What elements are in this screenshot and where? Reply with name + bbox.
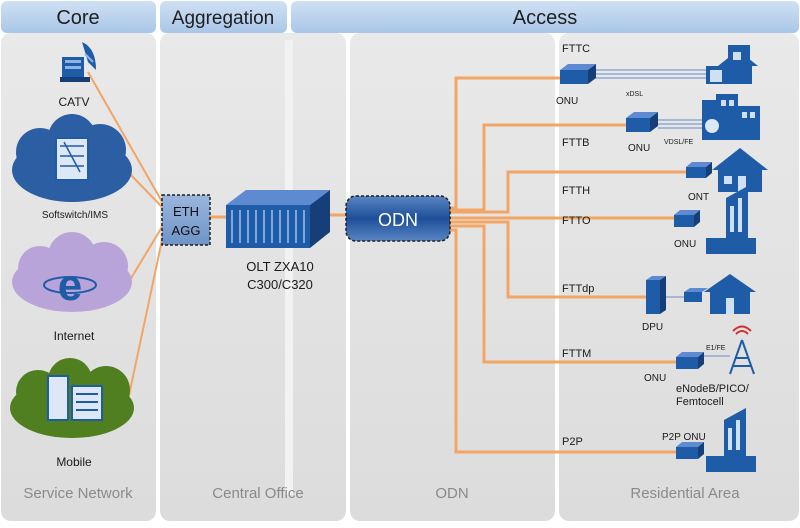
aggregation-header-bg: [160, 1, 287, 33]
column-headers: Core Aggregation Access: [1, 1, 799, 33]
fttb-vdsl-label: VDSL/FE: [664, 139, 694, 146]
footer-residential-area: Residential Area: [630, 485, 740, 502]
branch-label-fttdp: FTTdp: [562, 283, 594, 295]
mobile-label: Mobile: [56, 455, 92, 469]
footer-service-network: Service Network: [23, 485, 133, 502]
fttdp-house-icon: [666, 274, 756, 314]
ftto-onu-icon: [674, 210, 700, 227]
fttc-xdsl-label: xDSL: [626, 91, 643, 98]
branch-label-fttb: FTTB: [562, 137, 590, 149]
fttdp-dpu-icon: [646, 276, 666, 314]
odn-box: ODN: [345, 195, 451, 242]
olt-device-icon: [226, 190, 330, 248]
fttb-onu-label: ONU: [628, 143, 650, 154]
branch-label-fttm: FTTM: [562, 348, 591, 360]
p2p-onu-label: P2P ONU: [662, 432, 706, 443]
branch-label-fttc: FTTC: [562, 43, 590, 55]
aggregation-header: Aggregation: [172, 8, 274, 29]
column-footers: Service Network Central Office ODN Resid…: [23, 485, 740, 502]
softswitch-label: Softswitch/IMS: [42, 210, 108, 221]
fttc-onu-label: ONU: [556, 96, 578, 107]
cell-tower-icon: [729, 325, 755, 375]
catv-icon: [60, 42, 96, 82]
odn-box-label: ODN: [378, 210, 418, 230]
ftth-house-icon: [712, 148, 768, 192]
footer-odn: ODN: [435, 485, 468, 502]
central-office-divider: [285, 40, 293, 495]
eth-agg-box: ETH AGG: [161, 194, 211, 246]
svg-text:e: e: [58, 261, 82, 310]
ftth-ont-label: ONT: [688, 192, 709, 203]
fttb-vdsl-lines: [658, 119, 702, 129]
fttm-onu-label: ONU: [644, 373, 666, 384]
fttc-house-icon: [706, 45, 758, 84]
p2p-onu-icon: [676, 442, 704, 459]
access-header: Access: [513, 7, 577, 29]
catv-label: CATV: [58, 95, 89, 109]
enodeb-label-line1: eNodeB/PICO/: [676, 383, 750, 395]
fttb-onu-icon: [626, 112, 658, 132]
core-links: [87, 71, 166, 401]
fttb-building-icon: [702, 94, 760, 140]
softswitch-cloud-icon: [12, 114, 132, 202]
branch-label-ftth: FTTH: [562, 185, 590, 197]
eth-agg-line2: AGG: [172, 223, 201, 238]
branch-labels: FTTC FTTB FTTH FTTO FTTdp FTTM P2P: [562, 43, 594, 448]
internet-label: Internet: [54, 329, 95, 343]
odn-panel: [350, 33, 555, 521]
olt-label-line1: OLT ZXA10: [246, 259, 313, 274]
aggregation-panel: [160, 33, 346, 521]
fttm-onu-icon: [676, 352, 704, 369]
enodeb-label-line2: Femtocell: [676, 396, 724, 408]
ftto-office-icon: [706, 186, 756, 254]
olt-label-line2: C300/C320: [247, 277, 313, 292]
core-header: Core: [56, 7, 99, 29]
footer-central-office: Central Office: [212, 485, 303, 502]
ftto-onu-label: ONU: [674, 239, 696, 250]
ftth-ont-icon: [686, 162, 712, 178]
branch-label-p2p: P2P: [562, 436, 583, 448]
core-header-bg: [1, 1, 156, 33]
fiber-links: [210, 76, 690, 454]
fttc-onu-icon: [560, 64, 596, 84]
internet-cloud-icon: e: [12, 232, 132, 312]
mobile-cloud-icon: [10, 358, 134, 438]
fttc-xdsl-lines: [596, 69, 706, 79]
branch-label-ftto: FTTO: [562, 215, 591, 227]
fttm-e1-label: E1/FE: [706, 345, 726, 352]
fttdp-dpu-label: DPU: [642, 322, 663, 333]
access-header-bg: [291, 1, 799, 33]
p2p-building-icon: [706, 408, 756, 472]
eth-agg-line1: ETH: [173, 204, 199, 219]
